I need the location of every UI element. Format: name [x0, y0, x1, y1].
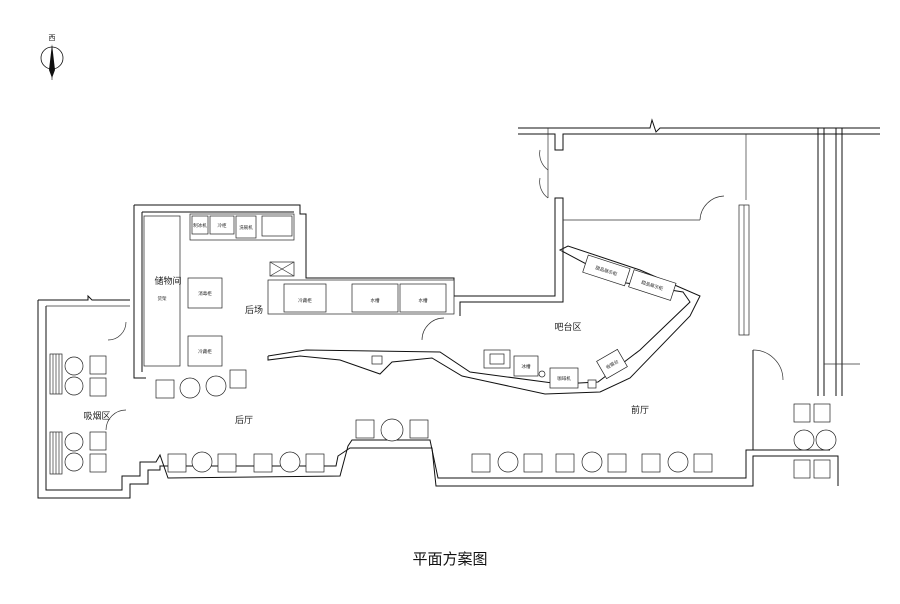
sink-1-label: 水槽: [371, 297, 380, 304]
sink-1: [351, 283, 399, 313]
kitchen: 制冰机 冷柜 洗碗机 货架 消毒柜 冷藏柜 冷藏柜 水槽 水槽: [143, 213, 701, 395]
ice-bin: [513, 355, 539, 377]
back-hall-seating: [155, 369, 429, 473]
fridge-counter: [283, 283, 327, 313]
storage-wall: [133, 205, 146, 379]
compass: 西: [40, 34, 64, 80]
display-2: [628, 269, 677, 301]
room-smoking: 吸烟区: [83, 410, 110, 422]
top-wall: [518, 118, 880, 133]
outer-wall-inner: [45, 306, 830, 491]
coffee-machine: [549, 367, 579, 389]
north-arrow-icon: [40, 44, 64, 80]
cold-cabinet-label: 冷藏柜: [198, 348, 212, 355]
room-front-hall: 前厅: [631, 404, 649, 416]
cabinet-label: 消毒柜: [198, 290, 212, 297]
room-kitchen: 后场: [245, 305, 263, 316]
fridge-label: 冷柜: [218, 222, 227, 229]
sink-2: [399, 283, 447, 313]
dishwasher: [235, 215, 257, 239]
shelf-label: 货架: [158, 295, 167, 302]
room-storage: 储物间: [154, 275, 181, 287]
room-bar: 吧台区: [554, 321, 581, 333]
dishwasher-label: 洗碗机: [239, 224, 253, 231]
ice-bin-label: 冰槽: [522, 363, 531, 370]
walls: [37, 118, 880, 499]
room-labels: 储物间 后场 后厅 吸烟区 吧台区 前厅: [83, 275, 649, 426]
ice-machine-label: 制冰机: [193, 222, 207, 229]
coffee-machine-label: 咖啡机: [557, 375, 571, 382]
sink-2-label: 水槽: [419, 297, 428, 304]
smoking-seating: [49, 353, 107, 475]
bar-area: 甜品展示柜 甜品展示柜 冰槽 咖啡机 收银台: [483, 254, 677, 389]
storage-shelf: [143, 215, 181, 367]
compass-label: 西: [49, 34, 56, 42]
pass-counter: [267, 245, 701, 395]
outer-wall: [37, 300, 839, 499]
display-1: [582, 254, 631, 287]
left-top-wall: [38, 294, 130, 301]
ice-machine: [191, 215, 209, 235]
fridge-counter-label: 冷藏柜: [298, 297, 312, 304]
room-back-hall: 后厅: [235, 415, 253, 426]
cashier: [596, 348, 628, 380]
plan-caption: 平面方案图: [412, 550, 488, 568]
front-hall-seating: [471, 403, 837, 479]
